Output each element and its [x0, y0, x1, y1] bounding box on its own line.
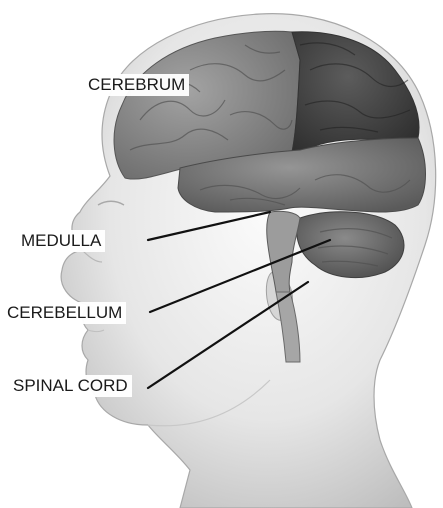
cerebrum-label: CEREBRUM — [84, 74, 189, 96]
spinal-cord-label: SPINAL CORD — [9, 375, 132, 397]
cerebellum-label: CEREBELLUM — [3, 302, 126, 324]
medulla-label: MEDULLA — [17, 230, 105, 252]
